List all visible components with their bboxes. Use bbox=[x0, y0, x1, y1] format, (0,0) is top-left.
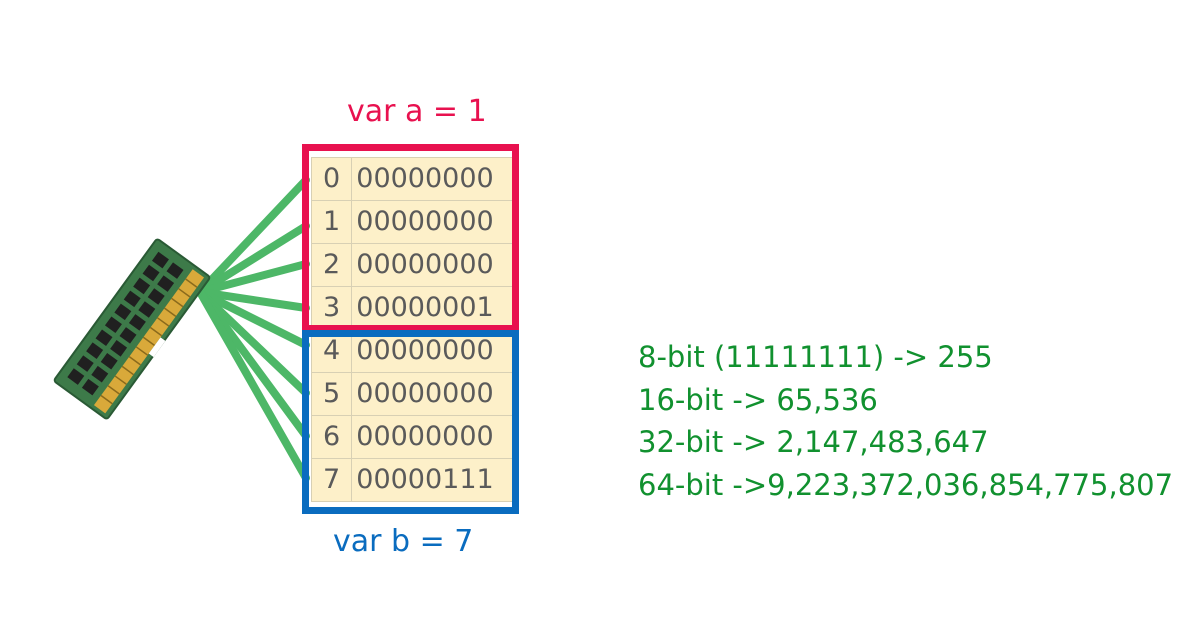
memory-row: 7 00000111 bbox=[310, 458, 513, 502]
var-a-frame bbox=[302, 144, 519, 332]
limit-64-bit: 64-bit ->9,223,372,036,854,775,807 bbox=[638, 467, 1174, 502]
wire-5 bbox=[196, 288, 310, 397]
address-cell: 5 bbox=[310, 372, 353, 416]
memory-table: 0 00000000 1 00000000 2 00000000 3 00000… bbox=[310, 157, 513, 502]
var-a-label: var a = 1 bbox=[347, 94, 487, 129]
bits-cell: 00000000 bbox=[351, 243, 513, 287]
var-b-label: var b = 7 bbox=[333, 524, 474, 559]
limit-32-bit: 32-bit -> 2,147,483,647 bbox=[638, 425, 989, 459]
wire-0 bbox=[196, 176, 310, 296]
limit-8-bit: 8-bit (11111111) -> 255 bbox=[638, 340, 993, 374]
address-cell: 3 bbox=[310, 286, 353, 330]
bits-cell: 00000000 bbox=[351, 157, 513, 201]
var-b-frame bbox=[302, 330, 519, 514]
connection-wires bbox=[196, 176, 310, 482]
address-cell: 2 bbox=[310, 243, 353, 287]
bits-cell: 00000000 bbox=[351, 200, 513, 244]
bits-cell: 00000001 bbox=[351, 286, 513, 330]
memory-row: 2 00000000 bbox=[310, 243, 513, 287]
wire-1 bbox=[196, 222, 310, 296]
memory-row: 3 00000001 bbox=[310, 286, 513, 330]
wire-3 bbox=[196, 288, 310, 312]
limit-16-bit: 16-bit -> 65,536 bbox=[638, 382, 878, 417]
wire-4 bbox=[196, 288, 310, 349]
address-cell: 7 bbox=[310, 458, 353, 502]
integer-limits-list: 8-bit (11111111) -> 255 16-bit -> 65,536… bbox=[638, 336, 1173, 506]
wire-2 bbox=[196, 260, 310, 296]
ram-module-icon bbox=[53, 238, 211, 420]
bits-cell: 00000111 bbox=[351, 458, 513, 502]
wire-7 bbox=[196, 288, 310, 482]
